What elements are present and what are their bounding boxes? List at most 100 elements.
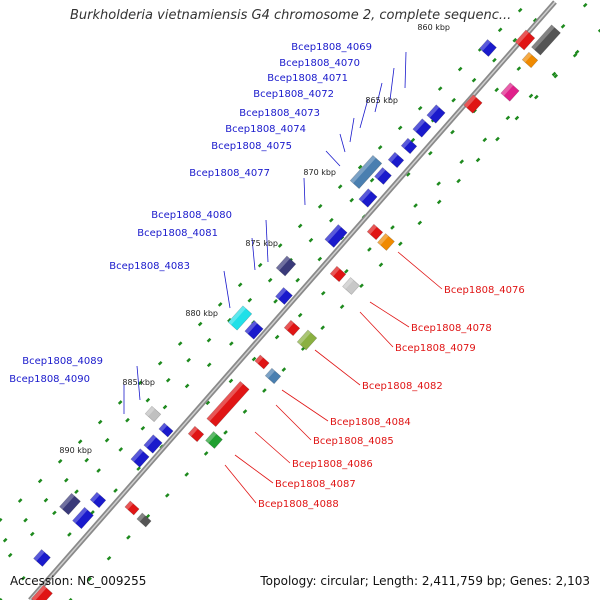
gene-feature[interactable] <box>187 425 205 443</box>
leader-line <box>374 82 383 113</box>
gene-feature[interactable] <box>296 329 318 351</box>
gene-feature[interactable] <box>374 167 392 185</box>
gene-label[interactable]: Bcep1808_4082 <box>362 381 443 392</box>
gene-feature[interactable] <box>514 29 536 51</box>
gene-feature[interactable] <box>72 506 94 530</box>
gene-label[interactable]: Bcep1808_4087 <box>275 479 356 490</box>
gc-dot <box>118 447 124 452</box>
gc-dot <box>516 66 522 71</box>
gc-dot <box>23 517 28 523</box>
gene-feature[interactable] <box>349 154 383 190</box>
gc-dot <box>223 430 228 435</box>
gc-dot <box>20 575 26 581</box>
gc-dot <box>436 199 442 205</box>
gene-feature[interactable] <box>144 405 162 423</box>
gc-dot <box>494 87 500 93</box>
gc-dot <box>247 297 253 303</box>
gc-dot <box>436 181 441 186</box>
gene-label[interactable]: Bcep1808_4078 <box>411 323 492 334</box>
gc-dot <box>317 256 323 262</box>
gene-feature[interactable] <box>521 51 539 69</box>
gene-label[interactable]: Bcep1808_4073 <box>239 108 320 119</box>
gene-label[interactable]: Bcep1808_4075 <box>211 141 292 152</box>
gene-label[interactable]: Bcep1808_4071 <box>267 73 348 84</box>
gc-dot <box>277 243 283 248</box>
position-tick: 890 kbp <box>59 446 92 455</box>
gene-label[interactable]: Bcep1808_4088 <box>258 499 339 510</box>
gc-dot <box>450 129 455 135</box>
gene-feature[interactable] <box>479 39 497 57</box>
gene-feature[interactable] <box>31 584 53 600</box>
gene-feature[interactable] <box>463 94 483 114</box>
gene-feature[interactable] <box>89 491 107 509</box>
gc-dot <box>344 269 349 274</box>
gene-label[interactable]: Bcep1808_4084 <box>330 417 411 428</box>
gene-feature[interactable] <box>400 137 418 155</box>
gc-dot <box>140 425 146 431</box>
gc-dot <box>97 419 103 425</box>
gc-dot <box>317 204 323 209</box>
gene-label[interactable]: Bcep1808_4086 <box>292 459 373 470</box>
gc-dot <box>17 498 23 503</box>
gene-feature[interactable] <box>275 287 293 305</box>
gene-label[interactable]: Bcep1808_4085 <box>313 436 394 447</box>
gc-dot <box>329 217 334 223</box>
gene-feature[interactable] <box>366 223 384 241</box>
gene-feature[interactable] <box>283 319 301 337</box>
gc-dot <box>572 52 578 58</box>
gc-dot <box>582 2 588 8</box>
gc-dot <box>459 159 465 165</box>
gc-dot <box>390 225 395 230</box>
gene-label[interactable]: Bcep1808_4072 <box>253 89 334 100</box>
gene-label[interactable]: Bcep1808_4069 <box>291 42 372 53</box>
gene-feature[interactable] <box>358 188 378 208</box>
position-tick: 885 kbp <box>122 378 155 387</box>
gene-feature[interactable] <box>158 422 174 438</box>
gene-feature[interactable] <box>124 500 140 516</box>
gene-feature[interactable] <box>531 24 561 56</box>
gene-feature[interactable] <box>227 305 253 331</box>
gene-feature[interactable] <box>244 320 264 340</box>
gene-feature[interactable] <box>329 265 347 283</box>
gene-feature[interactable] <box>412 118 432 138</box>
gene-label[interactable]: Bcep1808_4076 <box>444 285 525 296</box>
gene-feature[interactable] <box>143 434 163 454</box>
gene-label[interactable]: Bcep1808_4070 <box>279 58 360 69</box>
position-tick: 865 kbp <box>365 96 398 105</box>
gene-feature[interactable] <box>324 224 348 248</box>
gc-dot <box>367 247 372 252</box>
gc-dot <box>67 597 73 600</box>
gene-feature[interactable] <box>254 354 270 370</box>
gene-label[interactable]: Bcep1808_4079 <box>395 343 476 354</box>
gene-label[interactable]: Bcep1808_4080 <box>151 210 232 221</box>
gene-feature[interactable] <box>426 104 446 124</box>
gc-dot <box>320 325 325 330</box>
gene-feature[interactable] <box>33 549 51 567</box>
gene-feature[interactable] <box>275 255 297 277</box>
gene-feature[interactable] <box>136 512 152 528</box>
gc-dot <box>96 468 101 473</box>
gene-feature[interactable] <box>130 448 150 468</box>
gene-feature[interactable] <box>59 492 81 516</box>
gc-dot <box>84 457 90 463</box>
gene-label[interactable]: Bcep1808_4089 <box>22 356 103 367</box>
gene-feature[interactable] <box>342 277 360 295</box>
gene-label[interactable]: Bcep1808_4077 <box>189 168 270 179</box>
leader-line <box>325 150 341 167</box>
gc-dot <box>104 437 110 443</box>
gene-label[interactable]: Bcep1808_4081 <box>137 228 218 239</box>
gene-feature[interactable] <box>205 431 223 449</box>
leader-line <box>281 389 329 422</box>
gc-dot <box>186 357 191 363</box>
gene-feature[interactable] <box>206 381 250 427</box>
gene-feature[interactable] <box>264 367 282 385</box>
gene-label[interactable]: Bcep1808_4083 <box>109 261 190 272</box>
gene-feature[interactable] <box>387 151 405 169</box>
gc-dot <box>517 7 523 13</box>
gene-label[interactable]: Bcep1808_4074 <box>225 124 306 135</box>
gene-feature[interactable] <box>377 233 395 251</box>
gc-dot <box>205 400 211 406</box>
gene-feature[interactable] <box>500 82 520 102</box>
gene-label[interactable]: Bcep1808_4090 <box>9 374 90 385</box>
gc-dot <box>57 459 63 464</box>
